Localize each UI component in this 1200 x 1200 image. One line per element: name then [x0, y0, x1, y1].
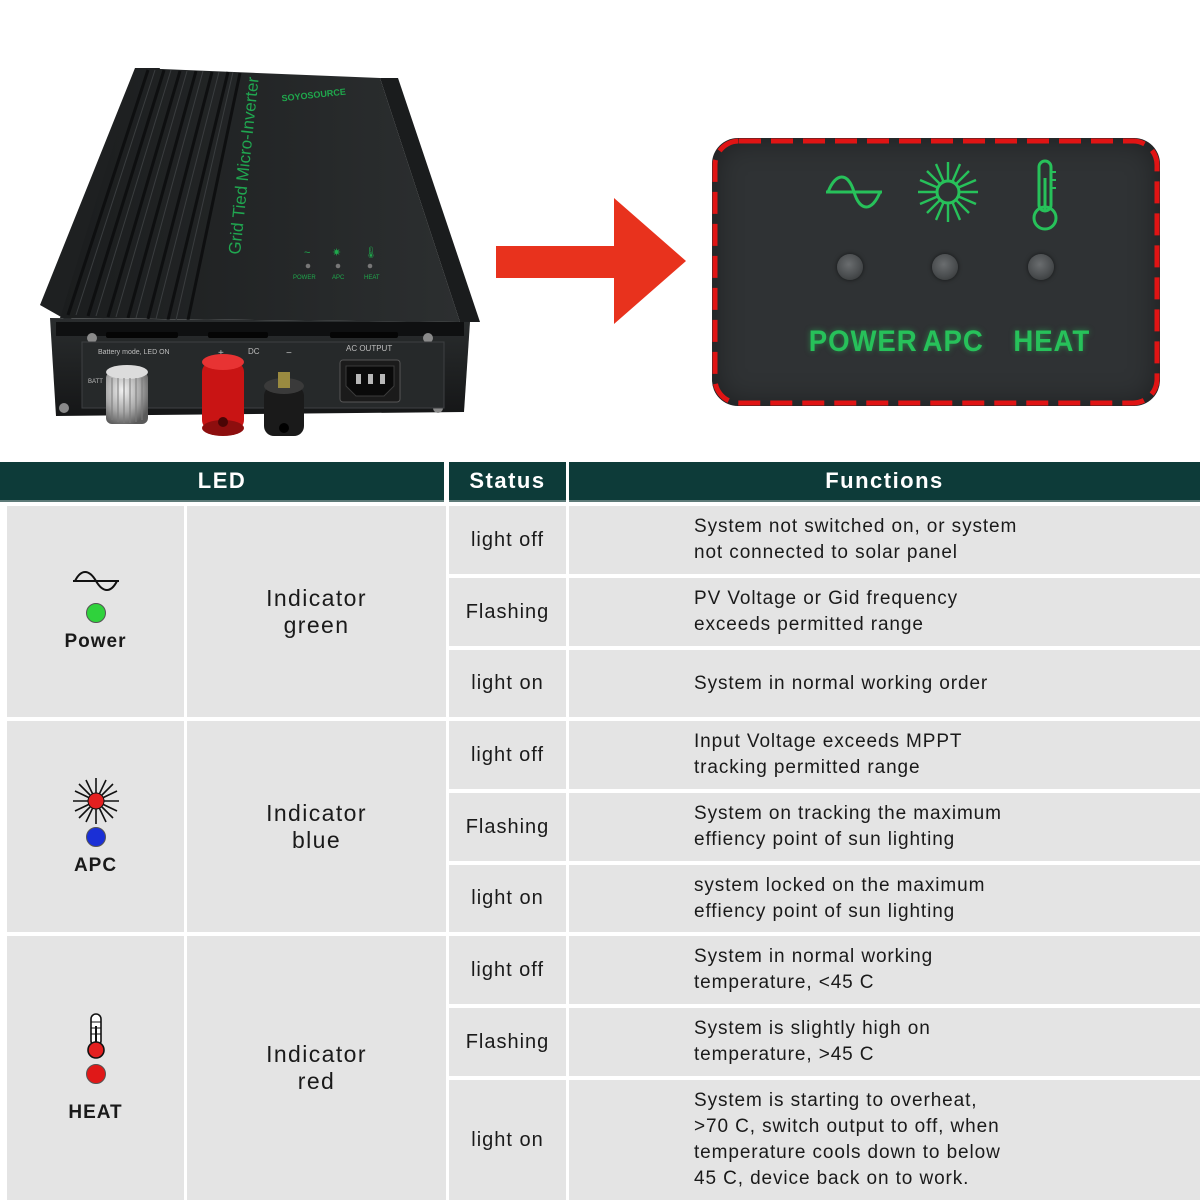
led-cell-power: Power	[7, 506, 184, 717]
status-power-off: light off	[449, 506, 566, 574]
zoom-sine-icon	[826, 175, 882, 209]
svg-text:HEAT: HEAT	[364, 275, 380, 281]
power-led-dot	[85, 602, 106, 623]
inverter-product-image: SOYOSOURCE Grid Tied Micro-Inverter ~ ✷ …	[40, 68, 480, 436]
zoom-power-label: POWER	[808, 325, 918, 358]
status-heat-flashing: Flashing	[449, 1008, 566, 1076]
thermometer-icon	[86, 1013, 105, 1059]
function-power-on: System in normal working order	[569, 650, 1200, 717]
led-cell-apc: APC	[7, 721, 184, 932]
svg-text:~: ~	[304, 247, 310, 259]
zoom-apc-label: APC	[922, 325, 984, 358]
heat-led-dot	[85, 1064, 106, 1084]
function-apc-off: Input Voltage exceeds MPPT tracking perm…	[569, 721, 1200, 789]
status-apc-flashing: Flashing	[449, 793, 566, 861]
function-power-flashing: PV Voltage or Gid frequency exceeds perm…	[569, 578, 1200, 646]
sun-burst-icon	[72, 777, 119, 824]
zoom-sun-icon	[918, 162, 978, 222]
header-functions: Functions	[569, 462, 1200, 502]
header-led: LED	[0, 462, 444, 502]
status-apc-on: light on	[449, 865, 566, 932]
svg-text:✷: ✷	[332, 247, 341, 259]
status-heat-off: light off	[449, 936, 566, 1004]
zoom-heat-label: HEAT	[1013, 325, 1091, 358]
led-function-table: LED Status Functions Power Indicator gre…	[0, 462, 1200, 1200]
indicator-red: Indicator red	[187, 936, 446, 1200]
minus-label: −	[286, 348, 292, 359]
heat-led-name: HEAT	[68, 1102, 123, 1123]
battery-mode-label: Battery mode, LED ON	[98, 349, 170, 356]
status-apc-off: light off	[449, 721, 566, 789]
header-status: Status	[449, 462, 566, 502]
indicator-blue: Indicator blue	[187, 721, 446, 932]
svg-text:POWER: POWER	[293, 275, 316, 281]
led-cell-heat: HEAT	[7, 936, 184, 1200]
function-apc-on: system locked on the maximum effiency po…	[569, 865, 1200, 932]
power-led-name: Power	[64, 630, 127, 652]
apc-led-dot	[85, 826, 106, 847]
plus-label: +	[218, 348, 224, 359]
zoom-power-led	[837, 254, 863, 280]
function-apc-flashing: System on tracking the maximum effiency …	[569, 793, 1200, 861]
adjust-knob-icon	[106, 365, 148, 424]
indicator-green: Indicator green	[187, 506, 446, 717]
ac-socket-icon	[339, 359, 401, 403]
zoom-heat-led	[1028, 254, 1054, 280]
svg-text:🌡: 🌡	[364, 246, 378, 259]
apc-led-name: APC	[73, 854, 118, 876]
dial-label: BATT	[88, 379, 103, 385]
positive-terminal-icon	[202, 354, 244, 436]
function-heat-flashing: System is slightly high on temperature, …	[569, 1008, 1200, 1076]
svg-text:APC: APC	[332, 275, 345, 281]
right-arrow-icon	[496, 198, 686, 324]
negative-terminal-icon	[264, 372, 304, 436]
status-power-on: light on	[449, 650, 566, 717]
zoom-thermometer-icon	[1032, 159, 1058, 231]
ac-output-label: AC OUTPUT	[346, 344, 392, 353]
zoom-apc-led	[932, 254, 958, 280]
status-power-flashing: Flashing	[449, 578, 566, 646]
device-led-row: ~ ✷ 🌡 POWER APC HEAT	[293, 246, 380, 281]
function-heat-off: System in normal working temperature, <4…	[569, 936, 1200, 1004]
sine-wave-icon	[72, 570, 119, 591]
function-power-off: System not switched on, or system not co…	[569, 506, 1200, 574]
status-heat-on: light on	[449, 1080, 566, 1200]
function-heat-on: System is starting to overheat, >70 C, s…	[569, 1080, 1200, 1200]
dc-label: DC	[248, 347, 260, 356]
